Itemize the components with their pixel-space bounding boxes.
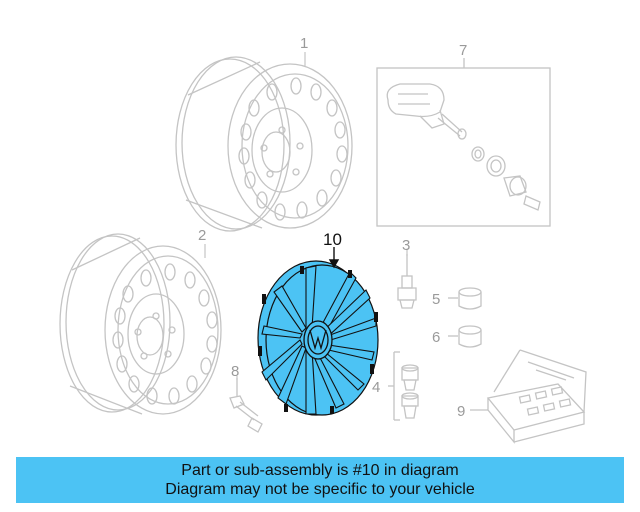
tpms-sensor-kit: [376, 58, 551, 227]
callout-10: 10: [323, 230, 342, 249]
callout-9: 9: [457, 403, 465, 420]
locking-bolt-part-4: [388, 351, 419, 421]
callout-7: 7: [459, 42, 467, 59]
callout-6: 6: [432, 329, 440, 346]
callout-5: 5: [432, 291, 440, 308]
leader-lines: [204, 52, 408, 380]
kit-case-part-9: [470, 349, 587, 444]
valve-stem-part-8: [229, 378, 263, 433]
callout-2: 2: [198, 227, 206, 244]
info-banner: Part or sub-assembly is #10 in diagram D…: [16, 457, 624, 503]
callout-1: 1: [300, 35, 308, 52]
wheel-1-vent-holes: [238, 77, 348, 221]
steel-wheel-2: [59, 233, 222, 415]
callout-4: 4: [372, 379, 380, 396]
wheel-2-lug-holes: [134, 312, 176, 360]
banner-line-2: Diagram may not be specific to your vehi…: [165, 481, 475, 498]
callout-8: 8: [231, 363, 239, 380]
wheel-1-lug-holes: [260, 126, 304, 178]
cap-part-5: [448, 287, 482, 310]
vw-logo-icon: [303, 320, 333, 360]
wheel-2-vent-holes: [112, 263, 218, 405]
steel-wheel-1: [175, 56, 353, 232]
banner-line-1: Part or sub-assembly is #10 in diagram: [181, 462, 459, 479]
wheel-cover-part-10[interactable]: [257, 260, 379, 416]
lug-bolt-part-3: [397, 254, 417, 309]
cap-part-6: [448, 325, 482, 348]
callout-3: 3: [402, 237, 410, 254]
arrow-icon: [328, 247, 340, 269]
